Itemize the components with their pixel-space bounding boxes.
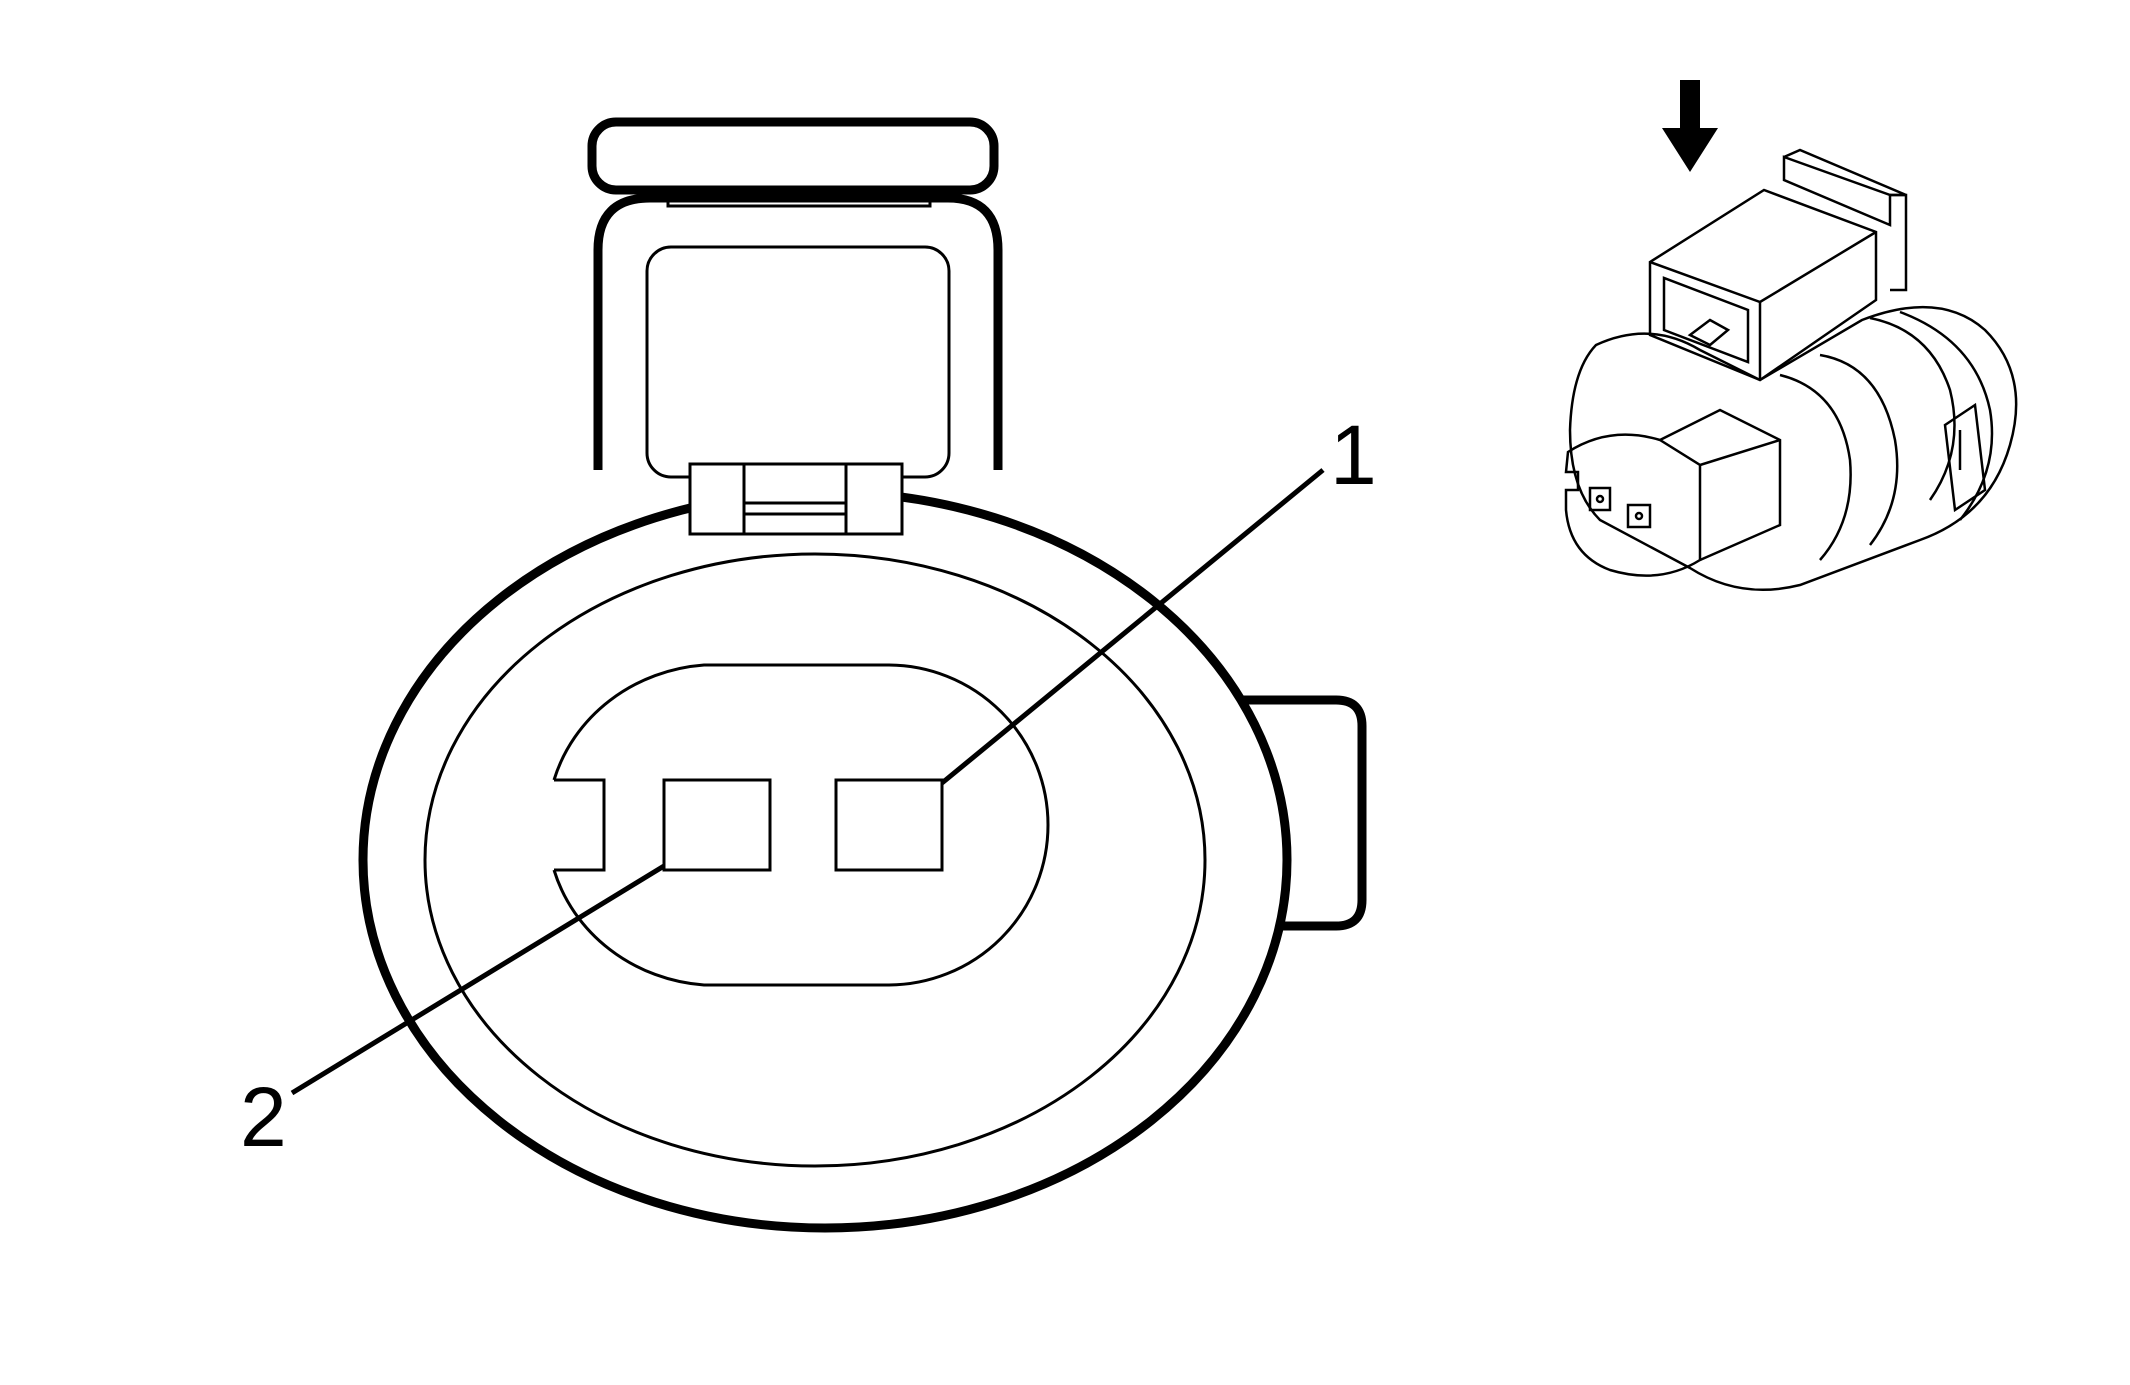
connector-iso-view	[1564, 80, 2018, 591]
iso-terminal-1	[1626, 503, 1652, 529]
terminal-cavity	[552, 663, 1050, 987]
pin-1-label: 1	[1330, 408, 1377, 502]
iso-terminal-2	[1588, 486, 1612, 512]
lock-tab	[587, 117, 1003, 479]
leader-line-2	[290, 863, 666, 1096]
keyway	[554, 778, 606, 872]
terminal-2	[662, 778, 772, 872]
down-arrow-icon	[1662, 80, 1718, 172]
pin-2-label: 2	[240, 1070, 287, 1164]
connector-face-view	[358, 117, 1367, 1233]
inner-seal	[423, 552, 1207, 1168]
leader-line-1	[940, 468, 1325, 785]
terminal-1	[834, 778, 944, 872]
outer-housing	[358, 487, 1292, 1233]
top-slot	[688, 462, 904, 536]
